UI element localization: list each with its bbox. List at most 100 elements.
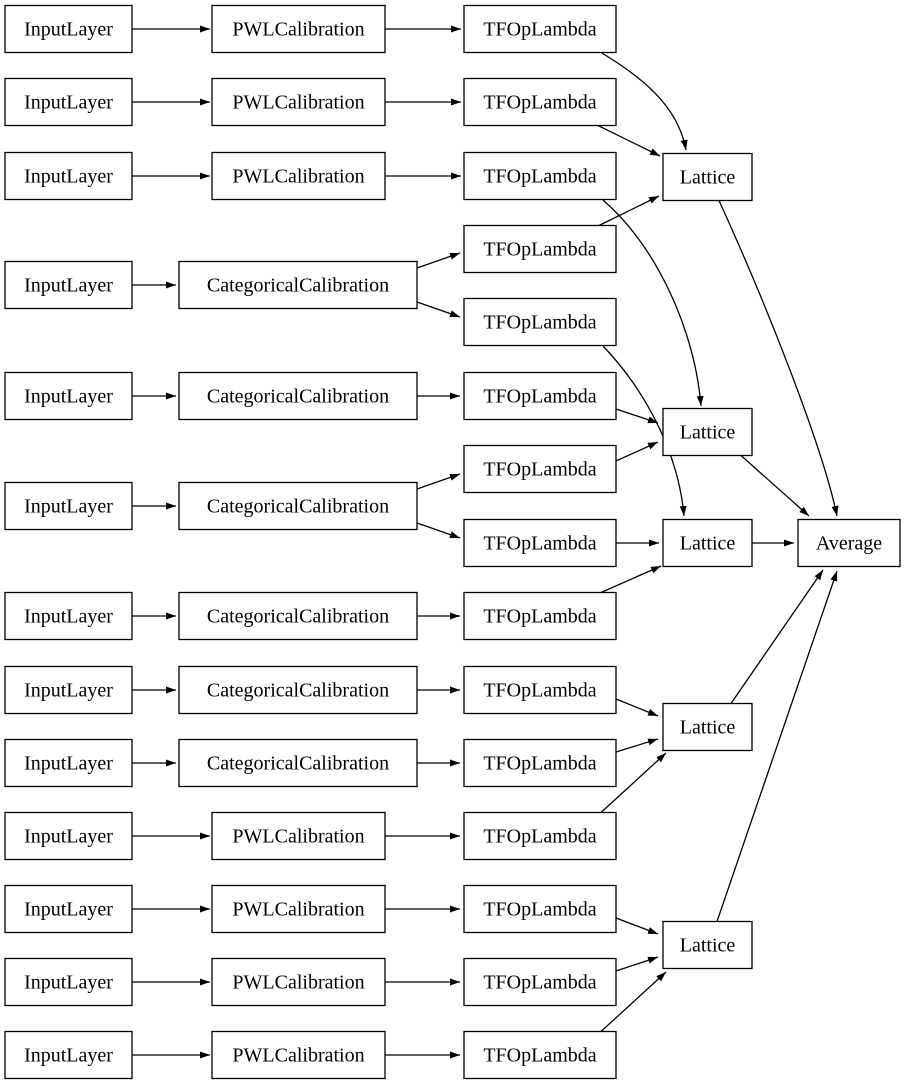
node-box [178,591,418,641]
node-pwl-11: PWLCalibration [211,884,386,934]
node-box [211,77,386,127]
node-box [4,884,133,934]
node-label: TFOpLambda [483,606,596,628]
node-box [4,77,133,127]
node-input-8: InputLayer [4,665,133,715]
node-label: InputLayer [24,826,113,848]
node-label: Lattice [680,167,736,189]
node-input-9: InputLayer [4,738,133,788]
node-input-6: InputLayer [4,481,133,531]
node-tfop-13: TFOpLambda [463,1030,617,1080]
edge-lattice-2-average [740,455,810,517]
node-tfop-7: TFOpLambda [463,591,617,641]
node-box [4,738,133,788]
node-label: TFOpLambda [483,459,596,481]
node-label: PWLCalibration [232,166,364,188]
node-input-4: InputLayer [4,260,133,310]
edge-tfop-7-lattice-3 [600,565,662,594]
node-lattice-1: Lattice [662,152,753,202]
node-label: InputLayer [24,899,113,921]
node-label: Lattice [680,717,736,739]
node-tfop-8: TFOpLambda [463,665,617,715]
node-label: TFOpLambda [483,1045,596,1067]
node-box [178,738,418,788]
edge-tfop-13-lattice-5 [600,971,667,1032]
node-label: InputLayer [24,92,113,114]
node-box [463,224,617,274]
node-label: PWLCalibration [232,826,364,848]
node-tfop-11: TFOpLambda [463,884,617,934]
node-tfop-2: TFOpLambda [463,77,617,127]
node-tfop-4b: TFOpLambda [463,297,617,347]
edge-cat-4-tfop-4a [416,252,461,269]
node-label: TFOpLambda [483,972,596,994]
node-label: InputLayer [24,1045,113,1067]
node-lattice-5: Lattice [662,920,753,970]
node-tfop-9: TFOpLambda [463,738,617,788]
node-box [4,665,133,715]
node-input-13: InputLayer [4,1030,133,1080]
node-box [463,77,617,127]
node-label: TFOpLambda [483,92,596,114]
node-box [463,371,617,421]
node-label: CategoricalCalibration [207,606,389,628]
edge-cat-4-tfop-4b [416,301,461,318]
edge-tfop-3-lattice-2 [602,199,704,407]
node-box [662,518,753,568]
node-box [4,4,133,54]
node-label: TFOpLambda [483,19,596,41]
node-label: InputLayer [24,275,113,297]
edge-tfop-1-lattice-1 [600,51,688,151]
node-pwl-10: PWLCalibration [211,811,386,861]
node-cat-8: CategoricalCalibration [178,665,418,715]
node-label: TFOpLambda [483,239,596,261]
edge-tfop-9-lattice-4 [615,738,659,753]
node-tfop-10: TFOpLambda [463,811,617,861]
node-box [662,152,753,202]
node-box [463,1030,617,1080]
node-box [463,957,617,1007]
edge-tfop-12-lattice-5 [615,956,659,972]
node-box [662,702,753,752]
node-tfop-4a: TFOpLambda [463,224,617,274]
node-box [463,591,617,641]
node-pwl-1: PWLCalibration [211,4,386,54]
node-box [463,884,617,934]
node-input-10: InputLayer [4,811,133,861]
node-label: PWLCalibration [232,92,364,114]
node-label: InputLayer [24,496,113,518]
edge-lattice-4-average [730,569,824,704]
node-label: PWLCalibration [232,1045,364,1067]
node-label: TFOpLambda [483,166,596,188]
node-box [178,665,418,715]
node-label: TFOpLambda [483,386,596,408]
node-box [463,444,617,494]
edge-cat-6-tfop-6a [416,473,461,490]
node-label: CategoricalCalibration [207,496,389,518]
node-cat-5: CategoricalCalibration [178,371,418,421]
node-cat-6: CategoricalCalibration [178,481,418,531]
node-box [4,371,133,421]
node-label: Lattice [680,935,736,957]
node-input-12: InputLayer [4,957,133,1007]
node-label: CategoricalCalibration [207,680,389,702]
node-pwl-13: PWLCalibration [211,1030,386,1080]
node-tfop-5: TFOpLambda [463,371,617,421]
node-box [178,481,418,531]
node-input-1: InputLayer [4,4,133,54]
node-cat-4: CategoricalCalibration [178,260,418,310]
node-label: PWLCalibration [232,19,364,41]
node-label: CategoricalCalibration [207,275,389,297]
node-label: Average [816,533,882,555]
edge-tfop-8-lattice-4 [615,698,659,717]
node-tfop-3: TFOpLambda [463,151,617,201]
node-box [211,1030,386,1080]
node-label: TFOpLambda [483,680,596,702]
node-box [4,481,133,531]
node-box [211,151,386,201]
node-tfop-6b: TFOpLambda [463,518,617,568]
edge-lattice-1-average [718,200,839,517]
node-label: InputLayer [24,19,113,41]
node-label: CategoricalCalibration [207,386,389,408]
